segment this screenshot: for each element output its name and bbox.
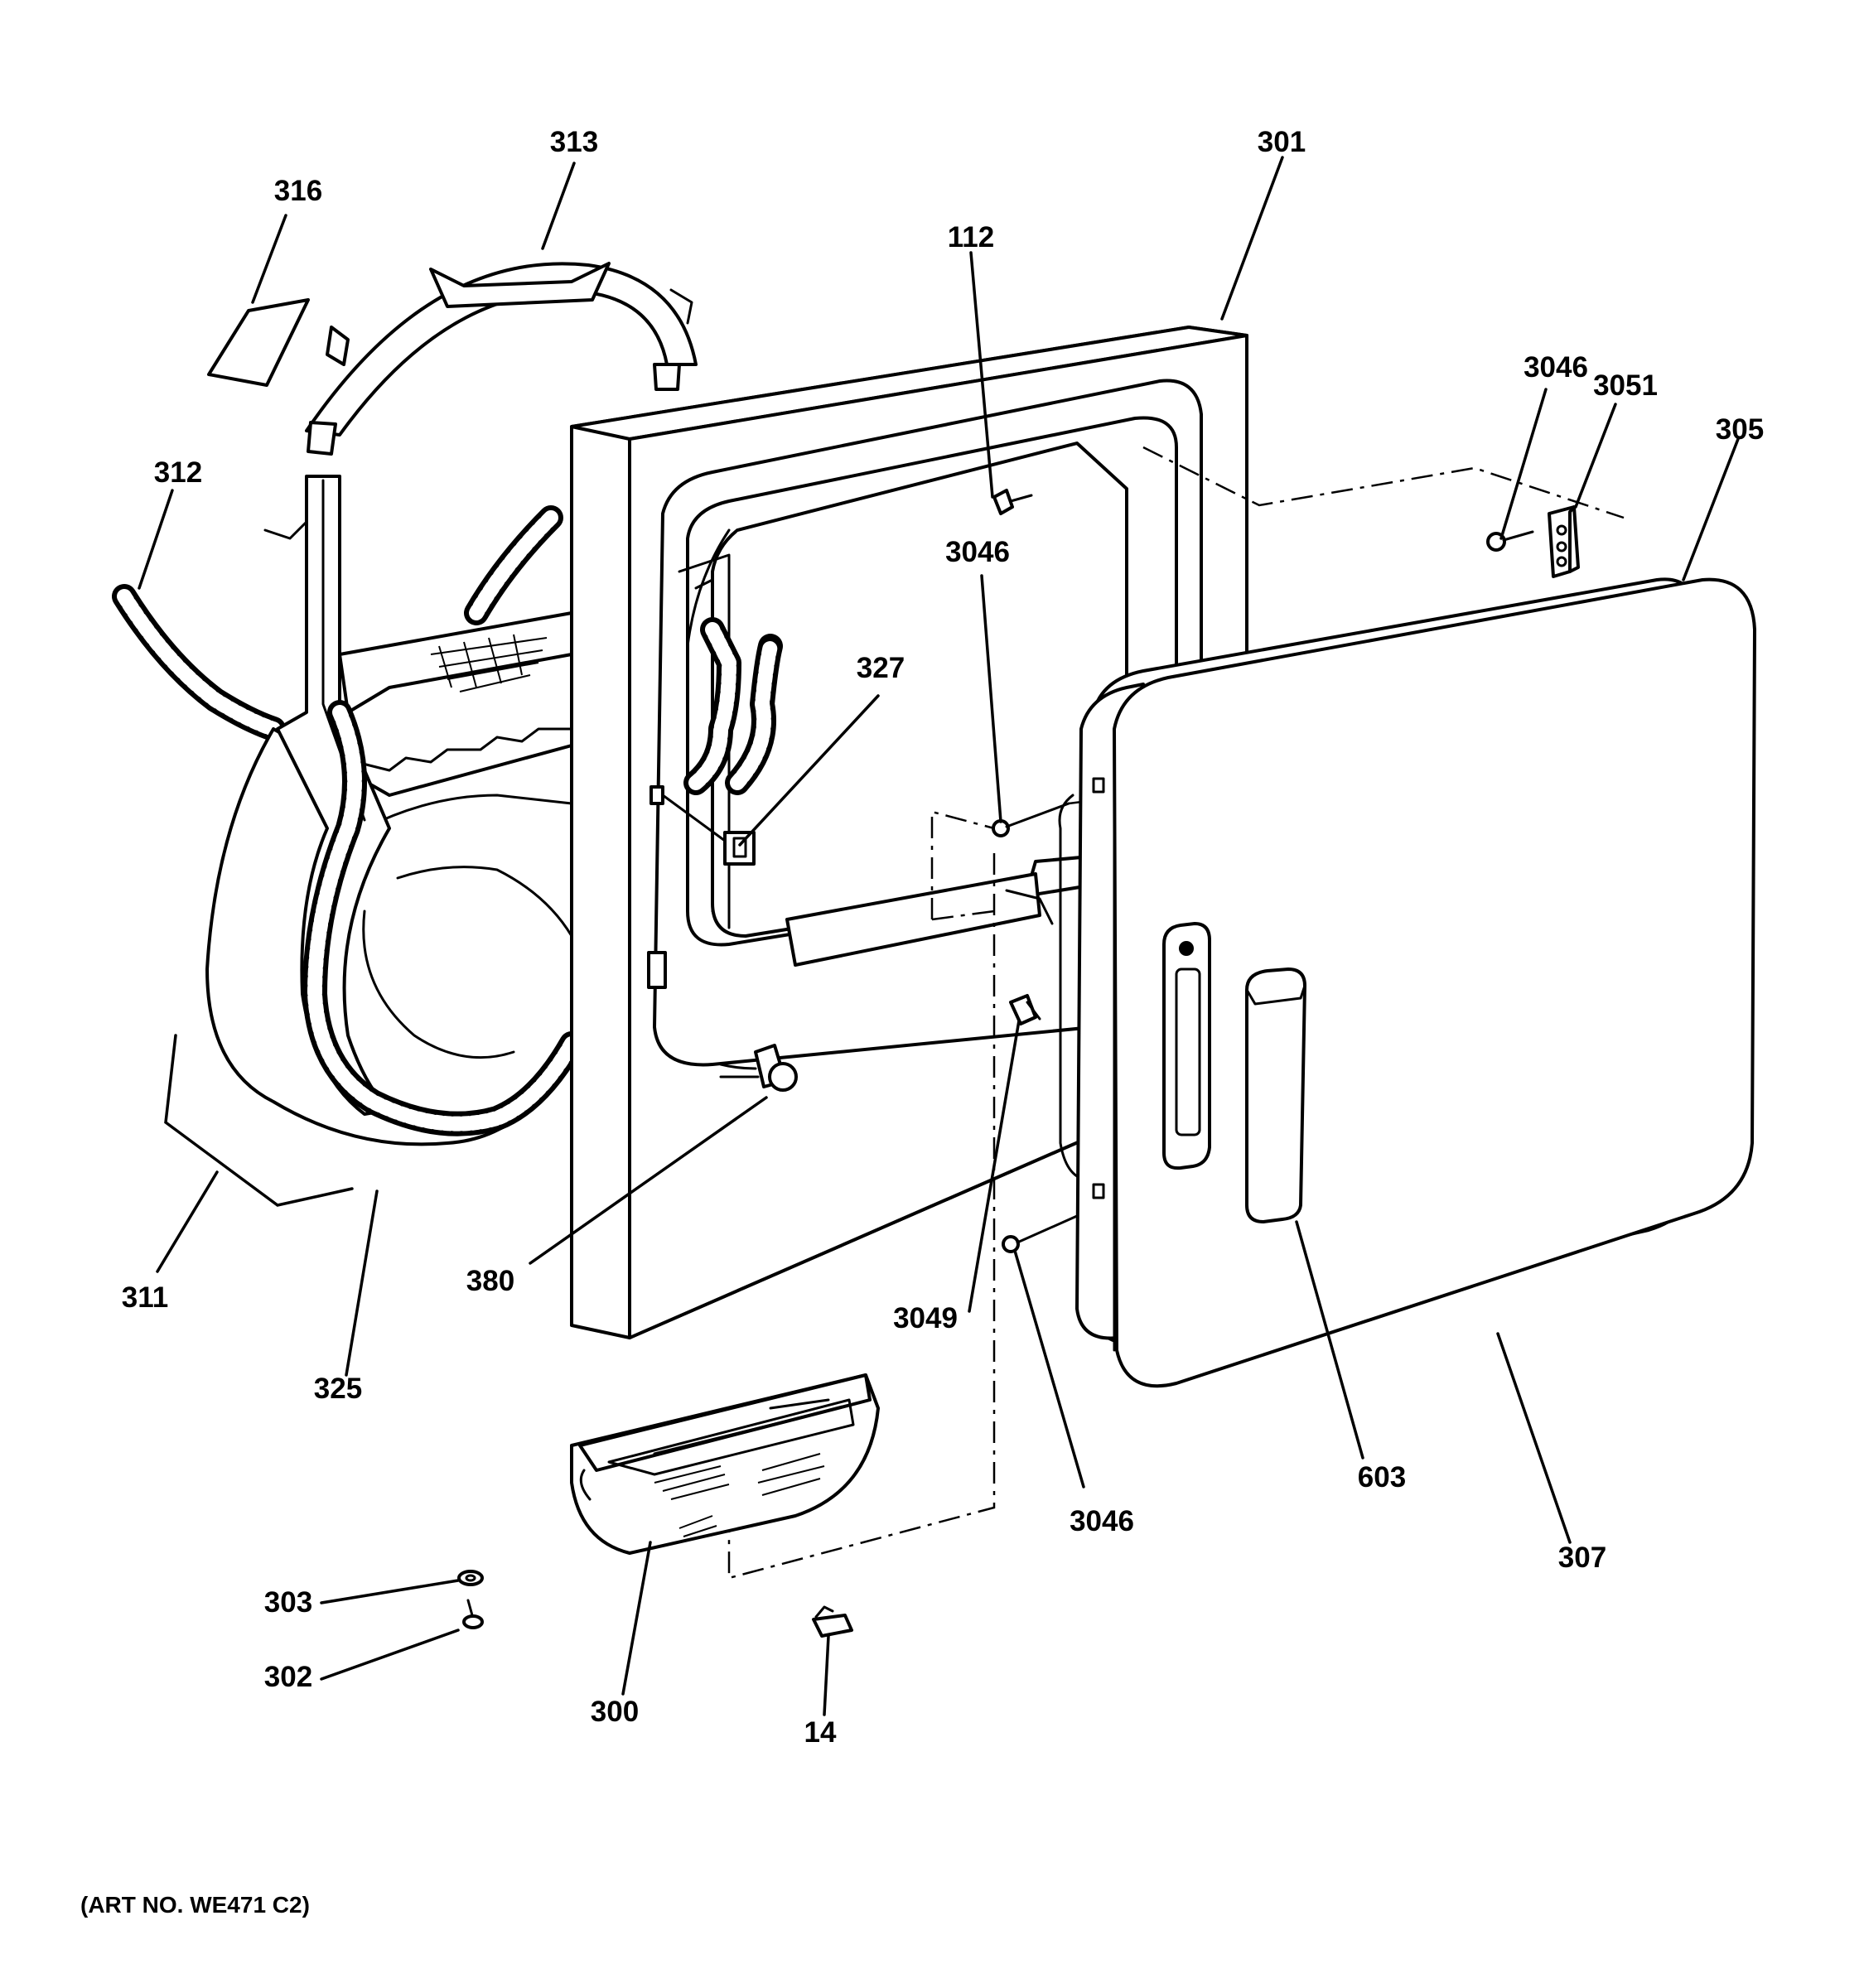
callout-325: 325 xyxy=(314,1373,362,1405)
callout-301: 301 xyxy=(1258,126,1306,158)
part-112-screw xyxy=(992,489,1033,515)
callout-603: 603 xyxy=(1358,1461,1406,1493)
part-bulkhead-body xyxy=(205,611,573,1146)
callout-3046-top: 3046 xyxy=(1524,351,1588,384)
part-14-clip xyxy=(812,1605,853,1638)
callout-380: 380 xyxy=(466,1265,514,1297)
part-327-door-switch xyxy=(661,617,783,866)
part-302-screw xyxy=(462,1599,484,1629)
part-300-lint-filter xyxy=(570,1373,880,1555)
part-303-washer xyxy=(457,1570,484,1586)
part-3051-hinge xyxy=(1548,505,1580,578)
callout-3049: 3049 xyxy=(893,1302,958,1334)
art-number: (ART NO. WE471 C2) xyxy=(80,1892,310,1918)
part-313-bearing-ring xyxy=(305,262,698,456)
callout-112: 112 xyxy=(948,221,994,253)
callout-labels: 313 316 312 301 112 3046 3051 305 3046 3… xyxy=(122,126,1764,1749)
callout-3046-low: 3046 xyxy=(1070,1505,1134,1537)
callout-313: 313 xyxy=(550,126,598,158)
part-380-rotary-switch xyxy=(719,1044,798,1092)
callout-311: 311 xyxy=(122,1281,168,1314)
part-325-felt-seal xyxy=(302,700,584,1136)
leader-lines xyxy=(138,156,1740,1716)
part-316-pad xyxy=(207,298,310,387)
part-307-outer-door xyxy=(1092,577,1756,1388)
callout-300: 300 xyxy=(591,1696,639,1728)
callout-302: 302 xyxy=(264,1661,312,1693)
callout-3051: 3051 xyxy=(1593,369,1658,402)
callout-305: 305 xyxy=(1716,413,1764,446)
callout-3046-mid: 3046 xyxy=(945,536,1010,568)
callout-303: 303 xyxy=(264,1586,312,1619)
part-603-door-handle xyxy=(1245,967,1306,1223)
part-312-felt-seal xyxy=(112,505,563,741)
callout-316: 316 xyxy=(274,175,322,207)
callout-307: 307 xyxy=(1558,1542,1606,1574)
callout-327: 327 xyxy=(857,652,905,684)
callout-14: 14 xyxy=(804,1716,837,1749)
bracket-311 xyxy=(164,1034,354,1207)
callout-312: 312 xyxy=(154,456,202,489)
part-3049-latch-strike xyxy=(1009,994,1041,1025)
